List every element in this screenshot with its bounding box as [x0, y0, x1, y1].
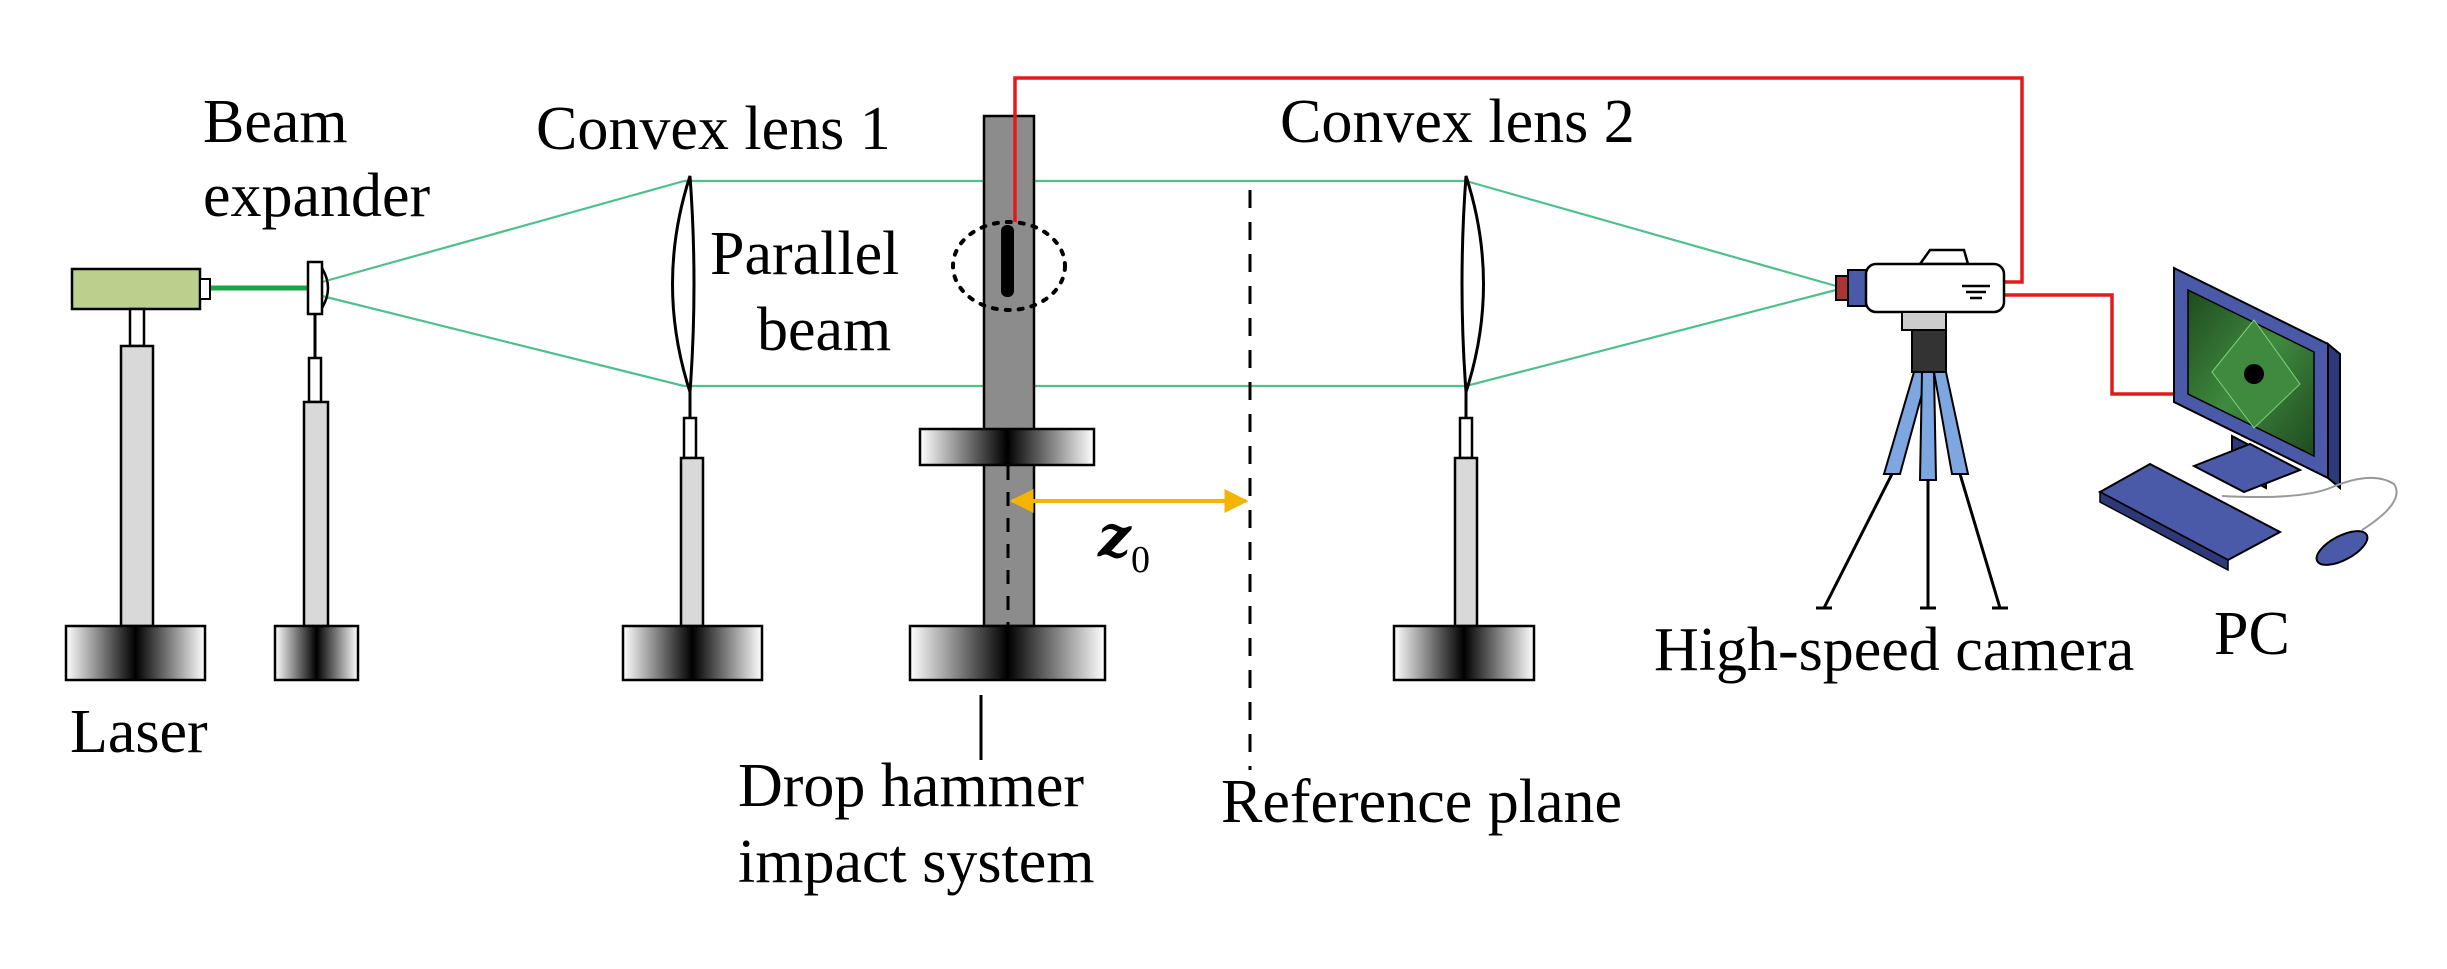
camera-top-handle — [1917, 248, 1970, 266]
laser-label: Laser — [70, 698, 208, 766]
hammer-column — [982, 114, 1036, 628]
tripod-leg-center — [1918, 371, 1938, 481]
convex-lens-1-label: Convex lens 1 — [536, 95, 891, 163]
laser-assembly — [64, 267, 211, 682]
lens-1-post — [679, 456, 705, 628]
screen-target-dot — [2244, 364, 2264, 384]
monitor-foot — [2191, 442, 2303, 494]
optical-beam-paths — [208, 179, 1837, 388]
drop-hammer-label-line2: impact system — [738, 828, 1094, 896]
pc-mouse — [2315, 530, 2369, 566]
trigger-signal-wire — [1013, 76, 2024, 284]
parallel-beam-label-line1: Parallel — [710, 220, 899, 288]
beam-expander-label-line1: Beam — [203, 88, 348, 156]
monitor-side — [2327, 341, 2341, 491]
beam-expander-mount — [307, 356, 323, 404]
camera-to-pc-wire — [2004, 293, 2188, 396]
keyboard-front-edge — [2099, 490, 2229, 572]
laser-mount — [128, 307, 146, 348]
converging-beam-bottom — [1465, 288, 1837, 388]
tripod-foot-right — [1958, 473, 2002, 609]
beam-expander-post — [302, 400, 330, 628]
z0-label: z0 — [1097, 502, 1150, 581]
laser-body — [70, 267, 202, 311]
diagram-labels: Beam expander Laser Convex lens 1 Convex… — [70, 88, 2290, 896]
laser-aperture — [199, 278, 211, 300]
z0-symbol: z — [1097, 502, 1132, 570]
mouse-cable — [2221, 476, 2398, 531]
lens-2-base — [1392, 624, 1536, 682]
specimen-highlight-circle — [951, 220, 1067, 312]
beam-expander-base — [273, 624, 360, 682]
beam-expander-assembly — [273, 260, 360, 682]
beam-expander-label-line2: expander — [203, 162, 431, 230]
high-speed-camera-assembly — [1816, 248, 2008, 610]
camera-vent-lines — [1962, 284, 1990, 300]
laser-post — [119, 344, 155, 628]
pc-label: PC — [2214, 600, 2290, 668]
camera-mount — [1901, 311, 1947, 331]
convex-lens-1 — [671, 175, 696, 393]
convex-lens-2 — [1460, 175, 1485, 393]
lens-1-mount — [682, 416, 698, 460]
beam-expander-lens — [306, 260, 324, 316]
convex-lens-2-label: Convex lens 2 — [1280, 88, 1635, 156]
camera-lens-front — [1835, 275, 1849, 301]
diverging-beam-top — [321, 179, 685, 284]
reference-plane-label: Reference plane — [1221, 768, 1622, 836]
z0-subscript: 0 — [1131, 539, 1150, 581]
lens-2-post — [1453, 456, 1479, 628]
convex-lens-1-assembly — [621, 175, 764, 682]
diverging-beam-bottom — [321, 294, 685, 388]
tripod-head — [1911, 329, 1947, 373]
camera-body — [1864, 262, 2006, 314]
pc-assembly — [2097, 266, 2398, 572]
convex-lens-2-assembly — [1392, 175, 1536, 682]
laser-base — [64, 624, 207, 682]
high-speed-camera-label: High-speed camera — [1654, 616, 2134, 684]
parallel-beam-label-line2: beam — [757, 296, 891, 364]
drop-hammer-system — [908, 114, 1107, 760]
tripod-foot-left — [1822, 473, 1894, 609]
lens-1-base — [621, 624, 764, 682]
converging-beam-top — [1465, 179, 1837, 288]
tripod-leg-right — [1932, 371, 1970, 475]
hammer-base — [908, 624, 1107, 682]
lens-2-mount — [1458, 416, 1474, 460]
beam-expander-lens-curve — [320, 267, 330, 309]
specimen — [1001, 225, 1014, 297]
drop-hammer-label-line1: Drop hammer — [738, 752, 1084, 820]
